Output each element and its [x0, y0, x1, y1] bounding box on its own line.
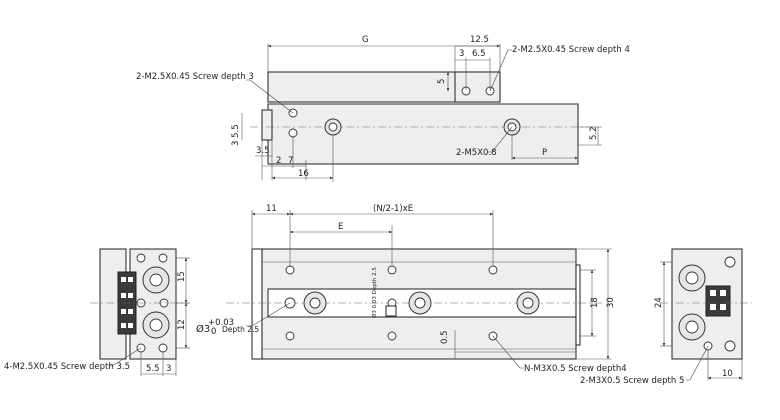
pin-tol-upper: +0.03	[208, 318, 234, 328]
dim-2-label: 2	[276, 156, 281, 166]
dim-5-2-label: 5.2	[589, 126, 599, 140]
front-view: 11 (N/2-1)xE E 30 18 Ø3 +0.03 0 Depth 2.…	[196, 204, 627, 374]
dim-11-label: 11	[266, 204, 277, 214]
center-pin-note: Ø3 0.03 Depth 2.5	[371, 267, 378, 318]
dim-3-left-label: 3	[166, 364, 171, 374]
dim-g-label: G	[362, 35, 369, 45]
dim-12-5-label: 12.5	[470, 35, 489, 45]
screw-note-top-right: 2-M2.5X0.45 Screw depth 4	[512, 45, 630, 55]
dim-p-label: P	[542, 148, 547, 158]
left-screw-note: 4-M2.5X0.45 Screw depth 3.5	[4, 362, 130, 372]
right-view: 24 10 2-M3X0.5 Screw depth 5	[580, 248, 752, 386]
left-view: 15 12 5.5 3 4-M2.5X0.45 Screw depth 3.5	[4, 248, 190, 376]
dim-5-5-label: 5.5	[146, 364, 160, 374]
pin-diameter-note: Ø3	[196, 323, 210, 335]
top-view: G 12.5 3 6.5 5 2-M2.5X0.45 Screw depth 4…	[136, 35, 630, 182]
dim-5-label: 5	[437, 79, 447, 84]
dim-3-5-5-label: 3 5.5	[231, 124, 241, 146]
dim-3-5-label: 3.5	[256, 146, 270, 156]
screw-note-top-left: 2-M2.5X0.45 Screw depth 3	[136, 72, 254, 82]
right-view-connector	[705, 285, 731, 317]
top-view-body	[250, 71, 600, 165]
right-screw-note: 2-M3X0.5 Screw depth 5	[580, 376, 684, 386]
dim-7-label: 7	[288, 156, 293, 166]
pin-tol-lower: 0	[211, 327, 216, 337]
dim-e-label: E	[338, 222, 343, 232]
dim-10-label: 10	[722, 369, 733, 379]
m5-note: 2-M5X0.8	[456, 148, 497, 158]
dim-15-label: 15	[177, 271, 187, 282]
dim-18-label: 18	[590, 297, 600, 308]
dim-16-label: 16	[298, 169, 309, 179]
n-m3-note: N-M3X0.5 Screw depth4	[524, 364, 627, 374]
dim-n-pitch-label: (N/2-1)xE	[373, 204, 413, 214]
dim-12-label: 12	[177, 319, 187, 330]
dim-0-5-label: 0.5	[440, 330, 450, 344]
dim-24-label: 24	[654, 297, 664, 308]
dim-3-label: 3	[459, 49, 464, 59]
pin-depth-note: Depth 2.5	[222, 325, 259, 334]
dim-6-5-label: 6.5	[472, 49, 486, 59]
dim-30-label: 30	[606, 297, 616, 308]
